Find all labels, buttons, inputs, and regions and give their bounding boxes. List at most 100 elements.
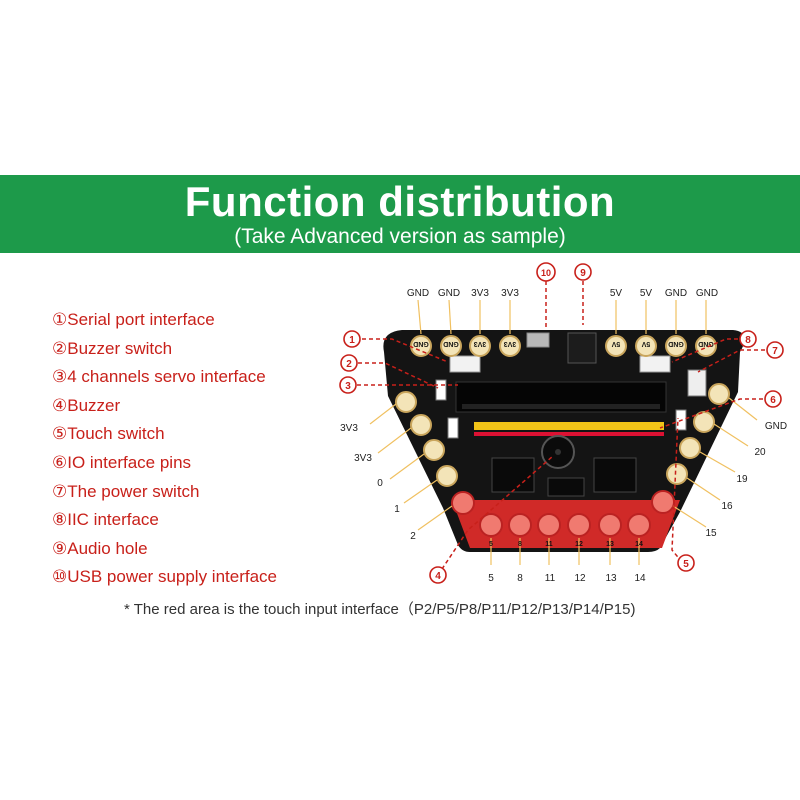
function-legend: ①Serial port interface ②Buzzer switch ③4…	[52, 306, 277, 592]
svg-text:14: 14	[635, 541, 643, 548]
bottom-pin-5	[598, 513, 622, 537]
top-pin-3	[469, 335, 491, 357]
svg-text:3V3: 3V3	[474, 340, 487, 347]
svg-text:5V: 5V	[641, 340, 650, 347]
right-pin-4	[666, 463, 688, 485]
top-pin-5	[605, 335, 627, 357]
left-pin-label-4: 1	[394, 504, 400, 515]
bottom-pin-label-6: 14	[634, 573, 646, 584]
top-pin-6	[635, 335, 657, 357]
callout-2	[340, 354, 358, 372]
legend-item-usb-power: ⑩USB power supply interface	[52, 567, 278, 587]
callout-leader-5	[671, 417, 683, 563]
top-pin-label-6: 5V	[640, 288, 653, 299]
right-pin-label-5: 15	[705, 528, 717, 539]
svg-text:13: 13	[606, 541, 614, 548]
legend-item-buzzer-switch: ②Buzzer switch	[52, 338, 173, 358]
callout-num-2: 2	[346, 359, 352, 370]
legend-item-io-pins: ⑥IO interface pins	[52, 452, 192, 472]
svg-text:5: 5	[489, 541, 493, 548]
legend-item-buzzer: ④Buzzer	[52, 395, 121, 415]
callout-9	[574, 263, 592, 281]
svg-text:3V3: 3V3	[504, 340, 517, 347]
title-banner: Function distribution (Take Advanced ver…	[0, 175, 800, 253]
serial-connector	[449, 355, 481, 373]
callout-7	[766, 341, 784, 359]
reset-switch	[447, 417, 459, 439]
top-pin-label-4: 3V3	[501, 288, 519, 299]
page-subtitle: (Take Advanced version as sample)	[234, 225, 566, 248]
legend-item-iic-interface: ⑧IIC interface	[52, 510, 159, 530]
right-pins	[651, 383, 730, 514]
svg-text:GND: GND	[698, 340, 714, 347]
power-switch	[687, 369, 707, 397]
callout-num-6: 6	[770, 395, 776, 406]
bottom-pin-label-4: 12	[574, 573, 586, 584]
header-pins-yellow	[474, 422, 664, 430]
left-pin-1	[395, 391, 417, 413]
right-pin-2	[693, 411, 715, 433]
svg-text:11: 11	[545, 541, 553, 548]
callout-3	[339, 376, 357, 394]
left-pin-label-5: 2	[410, 531, 416, 542]
bottom-pin-2	[508, 513, 532, 537]
callout-num-10: 10	[541, 268, 551, 278]
callout-leader-8	[671, 338, 738, 363]
callout-num-3: 3	[345, 381, 351, 392]
bottom-pins	[479, 513, 651, 537]
legend-item-audio-hole: ⑨Audio hole	[52, 538, 148, 558]
bottom-pin-label-5: 13	[605, 573, 617, 584]
top-pins	[410, 335, 717, 357]
right-pin-1	[708, 383, 730, 405]
touch-area	[452, 500, 680, 548]
callout-leader-2	[358, 362, 439, 389]
bottom-pin-4	[567, 513, 591, 537]
top-pin-label-5: 5V	[610, 288, 623, 299]
left-pins	[395, 391, 475, 515]
top-pin-label-7: GND	[665, 288, 687, 299]
callout-num-8: 8	[745, 335, 751, 346]
left-pin-label-2: 3V3	[354, 453, 372, 464]
buzzer-switch	[435, 379, 447, 401]
legend-item-touch-switch: ⑤Touch switch	[52, 424, 165, 444]
left-pin-2	[410, 414, 432, 436]
bottom-pin-1	[479, 513, 503, 537]
top-pin-label-1: GND	[407, 288, 429, 299]
left-pin-3	[423, 439, 445, 461]
top-pin-4	[499, 335, 521, 357]
top-pin-label-8: GND	[696, 288, 718, 299]
bottom-pin-label-2: 8	[517, 573, 523, 584]
left-pin-4	[436, 465, 458, 487]
svg-text:8: 8	[518, 541, 522, 548]
right-pin-label-1: GND	[765, 421, 787, 432]
top-pin-label-2: GND	[438, 288, 460, 299]
right-pin-3	[679, 437, 701, 459]
callout-leader-4	[437, 455, 554, 576]
callout-4	[429, 566, 447, 584]
right-pin-label-2: 20	[754, 447, 766, 458]
top-pin-2	[440, 335, 462, 357]
callout-10	[536, 262, 556, 282]
iic-connector	[639, 355, 671, 373]
bottom-pin-3	[537, 513, 561, 537]
callout-leader-1	[362, 338, 449, 363]
callout-num-4: 4	[435, 571, 441, 582]
svg-text:GND: GND	[443, 340, 459, 347]
legend-item-servo-interface: ③4 channels servo interface	[52, 367, 266, 387]
svg-text:GND: GND	[413, 340, 429, 347]
callout-5	[677, 554, 695, 572]
svg-text:5V: 5V	[611, 340, 620, 347]
legend-item-power-switch: ⑦The power switch	[52, 481, 200, 501]
bottom-pin-6	[627, 513, 651, 537]
top-pin-label-3: 3V3	[471, 288, 489, 299]
audio-jack	[567, 332, 597, 364]
right-pin-label-4: 16	[721, 501, 733, 512]
page-title: Function distribution	[184, 178, 616, 225]
svg-text:GND: GND	[668, 340, 684, 347]
callout-leader-6	[659, 398, 763, 429]
usb-connector	[526, 332, 550, 348]
left-pin-5	[451, 491, 475, 515]
bottom-pin-label-1: 5	[488, 573, 494, 584]
callout-num-7: 7	[772, 346, 778, 357]
callout-num-1: 1	[349, 335, 355, 346]
